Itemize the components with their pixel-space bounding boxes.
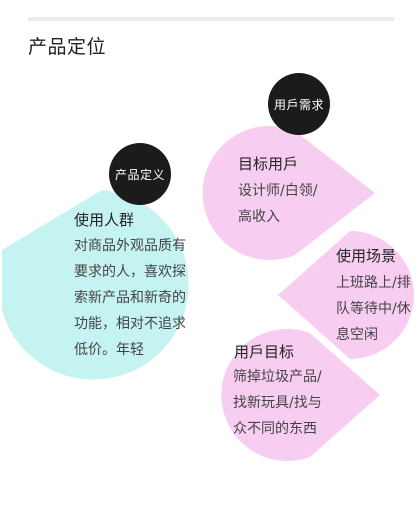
user-goal-line: 找新玩具/找与	[233, 395, 322, 411]
user-goal-bubble-shape	[221, 329, 380, 461]
target-users-description: 设计师/白领/ 高收入	[238, 178, 317, 230]
user-goal-line: 众不同的东西	[233, 421, 317, 437]
target-users-line: 高收入	[238, 209, 280, 225]
top-divider	[28, 17, 394, 21]
usage-scenario-line: 队等待中/休	[336, 301, 411, 317]
usage-scenario-line: 息空闲	[336, 327, 378, 343]
target-users-heading: 目标用戶	[238, 155, 299, 173]
usage-scenario-description: 上班路上/排 队等待中/休 息空闲	[336, 270, 411, 348]
product-definition-badge: 产品定义	[109, 143, 171, 205]
user-group-bubble	[2, 190, 189, 380]
user-goal-description: 筛掉垃圾产品/ 找新玩具/找与 众不同的东西	[233, 364, 322, 442]
user-group-line: 对商品外观品质有	[74, 238, 186, 254]
page-title: 产品定位	[28, 36, 107, 58]
usage-scenario-heading: 使用场景	[336, 247, 397, 265]
user-goal-bubble	[221, 329, 380, 461]
user-group-line: 低价。年轻	[74, 342, 144, 358]
user-needs-badge: 用戶需求	[268, 73, 330, 135]
usage-scenario-bubble	[278, 231, 414, 359]
target-users-bubble	[202, 125, 375, 260]
usage-scenario-bubble-shape	[278, 231, 414, 359]
user-group-line: 要求的人，喜欢探	[74, 264, 186, 280]
user-group-description: 对商品外观品质有 要求的人，喜欢探 索新产品和新奇的 功能，相对不追求 低价。年…	[74, 233, 186, 363]
user-goal-heading: 用戶目标	[234, 343, 295, 361]
user-group-line: 索新产品和新奇的	[74, 290, 186, 306]
target-users-line: 设计师/白领/	[238, 183, 318, 199]
user-group-bubble-shape	[2, 190, 189, 380]
target-users-bubble-shape	[202, 125, 375, 260]
usage-scenario-line: 上班路上/排	[336, 275, 411, 291]
user-group-line: 功能，相对不追求	[74, 316, 186, 332]
user-goal-line: 筛掉垃圾产品/	[233, 369, 322, 385]
user-group-heading: 使用人群	[74, 211, 135, 229]
